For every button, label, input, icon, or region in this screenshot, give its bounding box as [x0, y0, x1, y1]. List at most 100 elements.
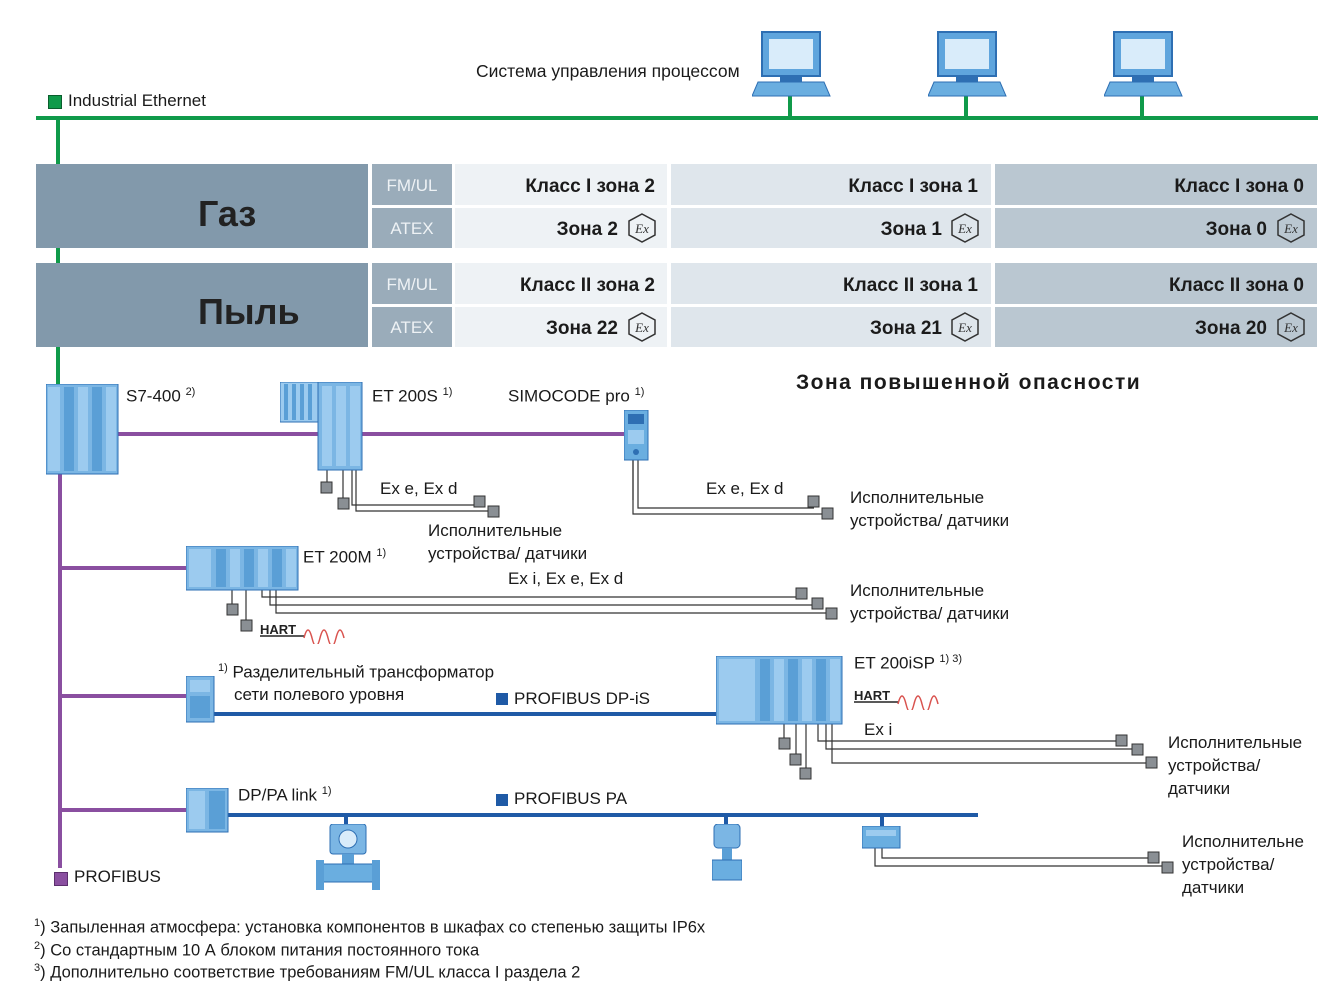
- dust-atex-zone20: Зона 20: [1195, 318, 1267, 339]
- ex-symbol-icon: Ex: [951, 213, 979, 243]
- profibus-dpis-legend-icon: [496, 693, 508, 705]
- transformer-device-icon: [186, 676, 215, 723]
- dppa-link-label: DP/PA link 1): [238, 785, 332, 805]
- field-wiring: [231, 458, 1168, 867]
- profibus-pa-legend-icon: [496, 794, 508, 806]
- gas-atex-zone0: Зона 0: [1205, 219, 1267, 240]
- dust-std-atex: ATEX: [390, 318, 434, 337]
- computer-icon: [1104, 31, 1183, 97]
- gas-header: [36, 164, 368, 248]
- gas-atex-zone1: Зона 1: [880, 219, 942, 240]
- svg-text:HART: HART: [854, 688, 890, 703]
- gas-std-fmul: FM/UL: [386, 176, 438, 195]
- actuators-5-line3: датчики: [1182, 878, 1245, 897]
- dust-fmul-cell: [372, 263, 452, 304]
- ex-symbol-icon: Ex: [628, 213, 656, 243]
- actuators-3-line1: Исполнительные: [850, 581, 985, 600]
- gas-label: Газ: [198, 193, 257, 234]
- et200s-device-icon: [280, 382, 363, 471]
- et200m-label: ET 200M 1): [303, 547, 387, 567]
- svg-text:Ex: Ex: [1283, 221, 1298, 236]
- actuators-5-line1: Исполнительне: [1182, 832, 1304, 851]
- s7-400-device-icon: [46, 384, 119, 475]
- dust-zone21-fmul-cell: [671, 263, 991, 304]
- dust-zone20-atex-cell: [995, 307, 1317, 347]
- dppa-link-device-icon: [186, 788, 229, 833]
- actuators-1-line2: устройства/ датчики: [428, 544, 588, 563]
- pa-junction-box-icon: [862, 826, 901, 849]
- gas-zone0-fmul-cell: [995, 164, 1317, 205]
- actuators-5-line2: устройства/: [1182, 855, 1275, 874]
- simocode-device-icon: [624, 410, 649, 461]
- actuators-2-line1: Исполнительные: [850, 488, 985, 507]
- field-devices: [226, 481, 1174, 874]
- industrial-ethernet-label: Industrial Ethernet: [68, 91, 206, 110]
- et200s-protection: Ex e, Ex d: [380, 479, 458, 498]
- computer-icon: [752, 31, 831, 97]
- dust-zone22-atex-cell: [455, 307, 667, 347]
- et200isp-protection: Ex i: [864, 720, 893, 739]
- gas-zone0-atex-cell: [995, 208, 1317, 248]
- gas-fmul-zone0: Класс I зона 0: [1174, 176, 1304, 197]
- gas-zone2-atex-cell: [455, 208, 667, 248]
- profibus-pa-label: PROFIBUS PA: [514, 789, 628, 808]
- actuators-1-line1: Исполнительные: [428, 521, 563, 540]
- hart-logo-icon: HART: [260, 622, 345, 644]
- process-control-system-label: Система управления процессом: [476, 61, 740, 81]
- transformer-label-line1: 1) Разделительный трансформатор: [218, 662, 495, 682]
- gas-zone1-atex-cell: [671, 208, 991, 248]
- et200s-label: ET 200S 1): [372, 386, 453, 406]
- profibus-dpis-label: PROFIBUS DP-iS: [514, 689, 651, 708]
- s7-400-label: S7-400 2): [126, 386, 196, 406]
- actuators-4-line3: датчики: [1168, 779, 1231, 798]
- dust-zone22-fmul-cell: [455, 263, 667, 304]
- simocode-protection: Ex e, Ex d: [706, 479, 784, 498]
- transformer-label-line2: сети полевого уровня: [234, 685, 405, 704]
- ex-symbol-icon: Ex: [951, 312, 979, 342]
- svg-text:Ex: Ex: [634, 320, 649, 335]
- dust-fmul-zone0: Класс II зона 0: [1169, 275, 1304, 296]
- hazard-zone-title: Зона повышенной опасности: [796, 371, 1142, 394]
- actuators-4-line1: Исполнительные: [1168, 733, 1303, 752]
- profibus-label: PROFIBUS: [74, 867, 161, 886]
- dust-label: Пыль: [198, 291, 300, 332]
- dust-fmul-zone1: Класс II зона 1: [843, 275, 978, 296]
- dust-zone20-fmul-cell: [995, 263, 1317, 304]
- svg-text:HART: HART: [260, 622, 296, 637]
- ex-symbol-icon: Ex: [628, 312, 656, 342]
- gas-fmul-zone2: Класс I зона 2: [525, 176, 655, 197]
- et200isp-label: ET 200iSP 1) 3): [854, 653, 963, 673]
- et200m-protection: Ex i, Ex e, Ex d: [508, 569, 624, 588]
- footnote-2: 2) Со стандартным 10 А блоком питания по…: [34, 940, 480, 960]
- ex-symbol-icon: Ex: [1277, 312, 1305, 342]
- gas-atex-zone2: Зона 2: [556, 219, 618, 240]
- actuators-4-line2: устройства/: [1168, 756, 1261, 775]
- ex-symbol-icon: Ex: [1277, 213, 1305, 243]
- gas-zone1-fmul-cell: [671, 164, 991, 205]
- actuators-2-line2: устройства/ датчики: [850, 511, 1010, 530]
- svg-text:Ex: Ex: [957, 320, 972, 335]
- hart-logo-icon: HART: [854, 688, 939, 710]
- gas-fmul-cell: [372, 164, 452, 205]
- svg-text:Ex: Ex: [634, 221, 649, 236]
- gas-zone2-fmul-cell: [455, 164, 667, 205]
- gas-std-atex: ATEX: [390, 219, 434, 238]
- et200m-device-icon: [186, 546, 299, 591]
- dust-zone21-atex-cell: [671, 307, 991, 347]
- gas-atex-cell: [372, 208, 452, 248]
- footnote-3: 3) Дополнительно соответствие требования…: [34, 962, 581, 982]
- dust-atex-zone22: Зона 22: [546, 318, 618, 339]
- svg-text:Ex: Ex: [1283, 320, 1298, 335]
- dust-fmul-zone2: Класс II зона 2: [520, 275, 655, 296]
- simocode-label: SIMOCODE pro 1): [508, 386, 645, 406]
- et200isp-device-icon: [716, 656, 843, 725]
- gas-fmul-zone1: Класс I зона 1: [848, 176, 978, 197]
- profibus-legend-icon: [54, 872, 68, 886]
- dust-atex-zone21: Зона 21: [870, 318, 942, 339]
- dust-header: [36, 263, 368, 347]
- footnote-1: 1) Запыленная атмосфера: установка компо…: [34, 917, 706, 937]
- actuators-3-line2: устройства/ датчики: [850, 604, 1010, 623]
- dust-atex-cell: [372, 307, 452, 347]
